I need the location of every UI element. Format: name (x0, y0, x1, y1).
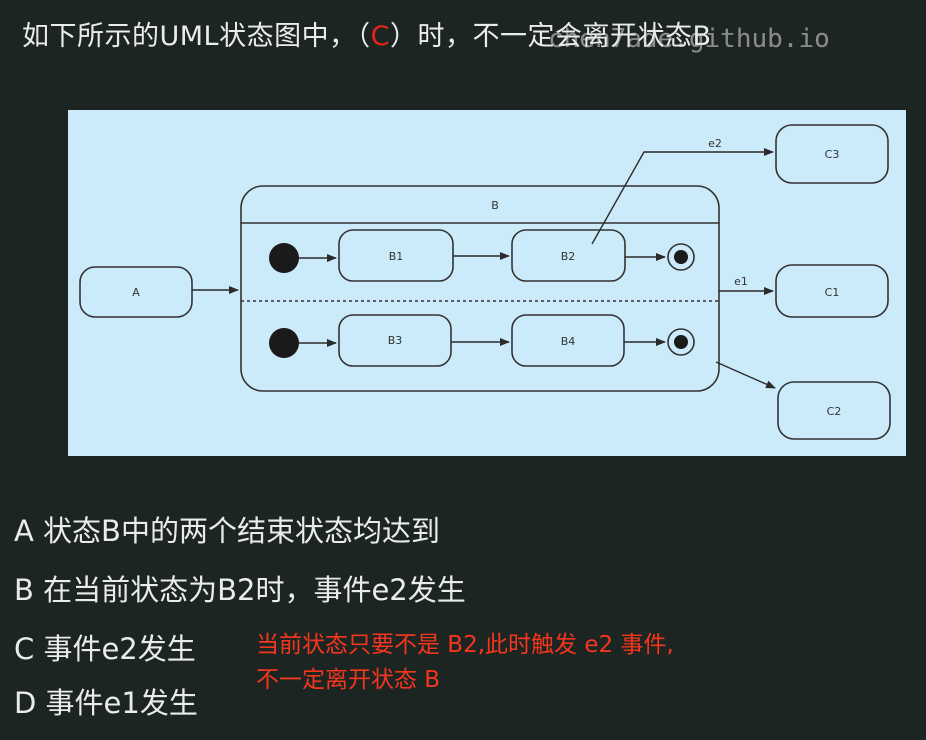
diagram-canvas: A B B1 B2 B3 B4 C3 C1 C2 e2 e1 (79, 124, 891, 440)
option-a[interactable]: A 状态B中的两个结束状态均达到 (14, 514, 440, 548)
state-b3-box (338, 314, 452, 367)
watermark: chen7ade.github.io (548, 24, 830, 54)
event-e1-label: e1 (734, 275, 748, 288)
state-b3-label: B3 (388, 334, 403, 347)
state-b2-box (511, 229, 626, 282)
state-b4-label: B4 (561, 335, 576, 348)
state-c2-label: C2 (827, 405, 842, 418)
transition-b-to-c2 (715, 361, 776, 389)
state-a-box (79, 266, 193, 318)
initial-state-2 (269, 328, 299, 358)
event-e2-label: e2 (708, 137, 722, 150)
state-c2-box (777, 381, 891, 440)
state-c3-label: C3 (825, 148, 840, 161)
explanation-line-2: 不一定离开状态 B (256, 667, 441, 693)
final-state-1-dot (674, 250, 688, 264)
state-c3-box (775, 124, 889, 184)
question-title: 如下所示的UML状态图中，（C）时，不一定会离开状态B (22, 14, 712, 53)
state-b-box (240, 185, 720, 392)
state-a-label: A (132, 286, 140, 299)
final-state-2-dot (674, 335, 688, 349)
explanation-note: 当前状态只要不是 B2,此时触发 e2 事件, 不一定离开状态 B (256, 628, 674, 698)
answer-mark: C (370, 21, 390, 52)
state-b1-label: B1 (389, 250, 404, 263)
option-b[interactable]: B 在当前状态为B2时，事件e2发生 (14, 573, 466, 607)
question-text-before: 如下所示的UML状态图中，（ (22, 21, 371, 52)
state-c1-box (775, 264, 889, 318)
uml-state-diagram: A B B1 B2 B3 B4 C3 C1 C2 e2 e1 (68, 110, 906, 456)
explanation-line-1: 当前状态只要不是 B2,此时触发 e2 事件, (256, 632, 674, 658)
question-text-after: ）时，不一定会离开状态B (389, 21, 712, 52)
state-b2-label: B2 (561, 250, 576, 263)
state-b-label: B (491, 199, 499, 212)
option-d[interactable]: D 事件e1发生 (14, 686, 198, 720)
final-state-1-ring (667, 243, 695, 271)
state-c1-label: C1 (825, 286, 840, 299)
transition-e2-b2-to-c3 (591, 148, 774, 245)
final-state-2-ring (667, 328, 695, 356)
state-b4-box (511, 314, 625, 367)
option-c[interactable]: C 事件e2发生 (14, 632, 196, 666)
initial-state-1 (269, 243, 299, 273)
